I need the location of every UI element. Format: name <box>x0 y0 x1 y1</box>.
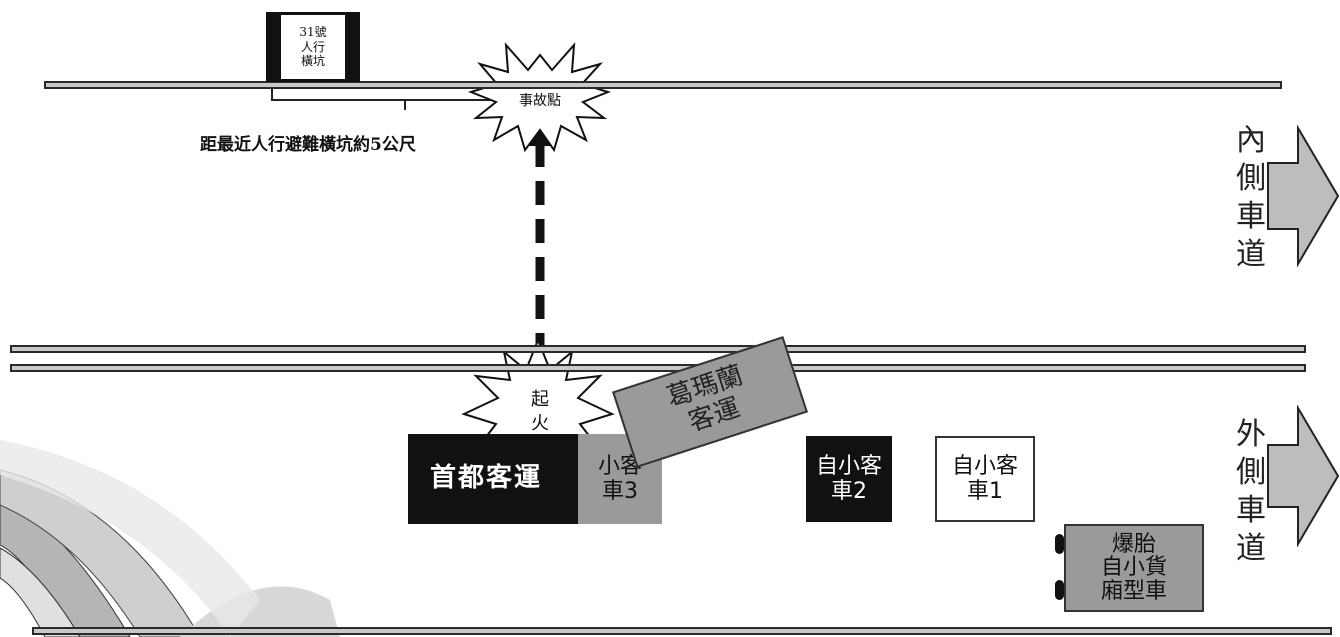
car-2-line2: 車2 <box>831 479 867 504</box>
decorative-curves <box>0 440 340 637</box>
fire-line2: 火 <box>531 413 549 434</box>
car-2-line1: 自小客 <box>815 453 882 479</box>
inner-road-edge <box>44 81 1282 89</box>
flat-tire-van: 爆胎 自小貨 廂型車 <box>1064 524 1204 612</box>
car-1: 自小客 車1 <box>935 436 1035 522</box>
capital-bus: 首都客運 <box>408 434 578 524</box>
van-line1: 爆胎 <box>1111 532 1156 558</box>
outer-lane-char4: 道 <box>1236 531 1266 566</box>
van-line3: 廂型車 <box>1100 578 1167 604</box>
fire-line1: 起 <box>531 388 549 410</box>
cross-passage-line2: 人行 <box>300 39 325 54</box>
outer-lane-char1: 外 <box>1236 417 1266 452</box>
outer-lane-char3: 車 <box>1236 493 1266 528</box>
outer-lane-arrow <box>1267 404 1340 548</box>
car-2: 自小客 車2 <box>806 436 892 522</box>
capital-bus-label: 首都客運 <box>429 463 542 494</box>
outer-lane-label: 外 側 車 道 <box>1226 416 1276 568</box>
van-wheel-front <box>1055 534 1064 554</box>
passage-connector <box>271 86 500 101</box>
cross-passage-line1: 31號 <box>299 25 327 40</box>
outer-lane-char2: 側 <box>1236 455 1266 490</box>
fire-label: 起 火 <box>522 380 558 444</box>
accident-point-label: 事故點 <box>519 93 561 109</box>
inner-lane-char4: 道 <box>1236 237 1266 272</box>
inner-lane-char2: 側 <box>1236 161 1266 196</box>
inner-lane-char3: 車 <box>1236 199 1266 234</box>
outer-road-edge <box>32 627 1332 635</box>
car-1-line2: 車1 <box>967 479 1003 504</box>
cross-passage-line3: 橫坑 <box>300 54 325 69</box>
cross-passage-31: 31號 人行 橫坑 <box>266 12 360 82</box>
van-line2: 自小貨 <box>1100 555 1167 581</box>
van-wheel-rear <box>1055 580 1064 600</box>
car-3-line2: 車3 <box>602 479 638 504</box>
median-line-top <box>10 345 1306 353</box>
car-1-line1: 自小客 <box>951 453 1018 479</box>
inner-lane-char1: 內 <box>1236 123 1266 158</box>
inner-lane-label: 內 側 車 道 <box>1226 122 1276 274</box>
median-line-bottom <box>10 364 1306 372</box>
inner-lane-arrow <box>1267 124 1340 268</box>
accident-starburst <box>467 42 612 153</box>
distance-note: 距最近人行避難橫坑約5公尺 <box>200 135 416 155</box>
